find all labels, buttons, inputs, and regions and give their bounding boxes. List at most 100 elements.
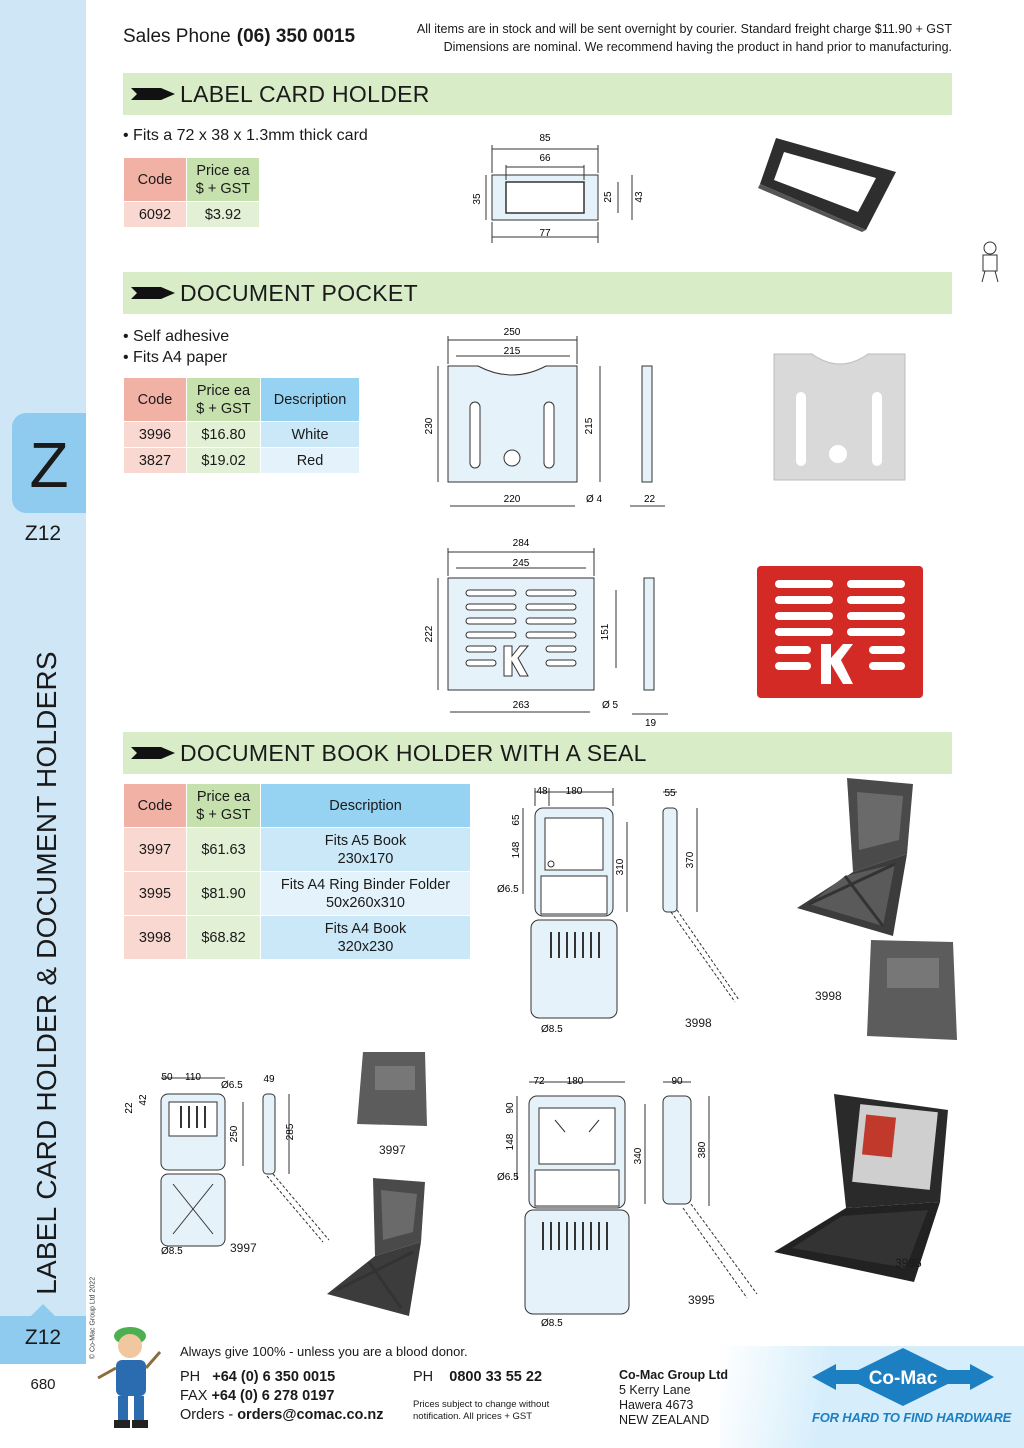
sales-phone: Sales Phone(06) 350 0015 bbox=[123, 26, 355, 48]
holder-3997-photo-closed bbox=[357, 1052, 427, 1126]
footer-orders: Orders - orders@comac.co.nz bbox=[180, 1406, 384, 1425]
footer-fax: FAX +64 (0) 6 278 0197 bbox=[180, 1387, 384, 1406]
price-header-line: $ + GST bbox=[196, 400, 251, 417]
rail-footer-tab bbox=[0, 1316, 86, 1364]
dim-label: 110 bbox=[185, 1072, 201, 1083]
dim-label: 230 bbox=[424, 417, 435, 434]
photo-label-3995: 3995 bbox=[895, 1256, 922, 1270]
section-title: DOCUMENT BOOK HOLDER WITH A SEAL bbox=[180, 740, 647, 766]
dim-label: 284 bbox=[513, 538, 530, 549]
price-table-book-holder: Code Price ea$ + GST Description 3997 $6… bbox=[123, 783, 471, 960]
dim-label: Ø8.5 bbox=[541, 1318, 563, 1329]
address-line: Hawera 4673 bbox=[619, 1398, 694, 1412]
desc-line: 50x260x310 bbox=[325, 894, 405, 911]
col-header-description: Description bbox=[260, 377, 360, 422]
section-bar-book-holder: DOCUMENT BOOK HOLDER WITH A SEAL bbox=[123, 732, 952, 774]
section-title: LABEL CARD HOLDER bbox=[180, 81, 430, 107]
holder-3995-drawing: 72 180 90 148 340 90 380 Ø6.5 Ø8.5 bbox=[497, 1076, 758, 1329]
table-row[interactable]: 3827 $19.02 Red bbox=[123, 447, 360, 474]
fax-number[interactable]: +64 (0) 6 278 0197 bbox=[211, 1388, 335, 1404]
price-header-line: Price ea bbox=[196, 788, 251, 805]
footer-phone: PH +64 (0) 6 350 0015 bbox=[180, 1368, 384, 1387]
dim-label: 66 bbox=[539, 153, 551, 164]
rail-footer-section: Z12 bbox=[24, 1326, 62, 1349]
phone-number[interactable]: +64 (0) 6 350 0015 bbox=[212, 1369, 336, 1385]
dim-label: Ø 5 bbox=[602, 700, 619, 711]
orders-email-link[interactable]: orders@comac.co.nz bbox=[237, 1407, 384, 1423]
freephone-number[interactable]: 0800 33 55 22 bbox=[449, 1369, 543, 1385]
dim-label: 90 bbox=[505, 1102, 516, 1114]
col-header-price: Price ea$ + GST bbox=[186, 377, 261, 422]
cell-price: $3.92 bbox=[186, 201, 260, 228]
cell-code: 3827 bbox=[123, 447, 187, 474]
dim-label: 380 bbox=[697, 1141, 708, 1158]
phone-label: PH bbox=[413, 1369, 434, 1385]
holder-3995-photo bbox=[774, 1094, 948, 1282]
white-pocket-drawing: 250 215 230 215 220 Ø 4 22 bbox=[424, 327, 665, 507]
holder-3998-photo-open bbox=[797, 778, 913, 936]
dim-label: 65 bbox=[511, 814, 522, 826]
disclaimer-line: notification. All prices + GST bbox=[413, 1411, 533, 1422]
notice-line: Dimensions are nominal. We recommend hav… bbox=[443, 40, 952, 54]
dim-label: Ø6.5 bbox=[497, 1172, 519, 1183]
dim-label: 340 bbox=[633, 1147, 644, 1164]
dim-label: 215 bbox=[584, 417, 595, 434]
side-rail bbox=[0, 0, 86, 1448]
dim-label: 35 bbox=[472, 193, 483, 205]
logo-text: Co-Mac bbox=[869, 1368, 938, 1389]
footer-slogan: Always give 100% - unless you are a bloo… bbox=[180, 1344, 468, 1359]
col-header-description: Description bbox=[260, 783, 471, 828]
dim-label: Ø8.5 bbox=[161, 1246, 183, 1257]
section-code: Z12 bbox=[24, 522, 62, 545]
dim-label: 50 bbox=[161, 1072, 173, 1083]
dim-label: 22 bbox=[125, 1102, 135, 1114]
price-table-document-pocket: Code Price ea$ + GST Description 3996 $1… bbox=[123, 377, 360, 474]
dim-label: 310 bbox=[615, 858, 626, 875]
logo-tagline: FOR HARD TO FIND HARDWARE bbox=[812, 1410, 1012, 1425]
red-pocket-photo bbox=[757, 566, 923, 698]
stock-notice: All items are in stock and will be sent … bbox=[417, 20, 952, 56]
cell-code: 3995 bbox=[123, 871, 187, 916]
table-row[interactable]: 3996 $16.80 White bbox=[123, 421, 360, 448]
holder-3998-drawing: 48 180 65 148 310 55 370 Ø6.5 Ø8.5 bbox=[497, 786, 740, 1035]
sales-label: Sales Phone bbox=[123, 26, 231, 47]
dim-label: 250 bbox=[504, 327, 521, 338]
desc-line: Fits A4 Ring Binder Folder bbox=[280, 876, 451, 893]
dim-label: 22 bbox=[644, 494, 656, 505]
page-number: 680 bbox=[30, 1376, 56, 1393]
dim-label: 180 bbox=[566, 786, 583, 797]
dim-label: 90 bbox=[671, 1076, 683, 1087]
arrow-icon bbox=[131, 747, 175, 759]
disclaimer-line: Prices subject to change without bbox=[413, 1399, 550, 1410]
phone-label: PH bbox=[180, 1369, 201, 1385]
orders-label: Orders - bbox=[180, 1407, 234, 1423]
dim-label: Ø8.5 bbox=[541, 1024, 563, 1035]
drawing-label-3998: 3998 bbox=[685, 1016, 712, 1030]
cell-code: 3998 bbox=[123, 915, 187, 960]
table-row[interactable]: 6092 $3.92 bbox=[123, 201, 260, 228]
notice-line: All items are in stock and will be sent … bbox=[416, 22, 952, 36]
photo-label-3998: 3998 bbox=[815, 989, 842, 1003]
comac-logo[interactable]: Co-Mac bbox=[812, 1346, 994, 1408]
sales-number[interactable]: (06) 350 0015 bbox=[236, 26, 356, 47]
dim-label: 55 bbox=[664, 788, 676, 799]
address-line: NEW ZEALAND bbox=[619, 1413, 710, 1427]
dim-label: 285 bbox=[285, 1123, 296, 1140]
red-pocket-drawing: 284 245 222 151 263 Ø 5 19 bbox=[424, 538, 668, 729]
footer-freephone: PH 0800 33 55 22 bbox=[413, 1368, 542, 1387]
section-tab[interactable] bbox=[12, 413, 86, 513]
cell-price: $81.90 bbox=[186, 871, 261, 916]
cell-price: $16.80 bbox=[186, 421, 261, 448]
dim-label: 85 bbox=[539, 133, 551, 144]
col-header-code: Code bbox=[123, 783, 187, 828]
section-title: DOCUMENT POCKET bbox=[180, 280, 418, 306]
address-line: 5 Kerry Lane bbox=[619, 1383, 691, 1397]
footer-contacts: PH +64 (0) 6 350 0015 FAX +64 (0) 6 278 … bbox=[180, 1368, 384, 1425]
cell-code: 6092 bbox=[123, 201, 187, 228]
holder-3998-photo-closed bbox=[867, 940, 957, 1040]
dim-label: Ø6.5 bbox=[221, 1080, 243, 1091]
